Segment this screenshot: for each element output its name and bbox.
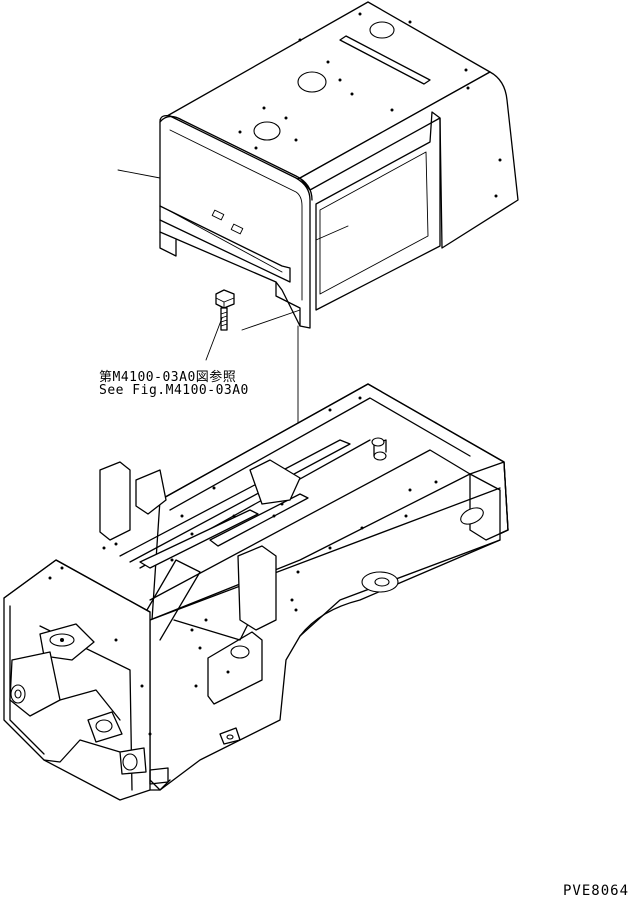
bolt-icon <box>205 289 235 361</box>
alignment-line <box>241 309 301 331</box>
figure-code: PVE8064 <box>563 883 630 899</box>
reference-note-english: See Fig.M4100-03A0 <box>99 383 249 398</box>
frame-icon <box>3 383 509 801</box>
reference-note-japanese: 第M4100-03A0図参照 <box>99 370 237 385</box>
cover-box-icon <box>117 1 519 329</box>
